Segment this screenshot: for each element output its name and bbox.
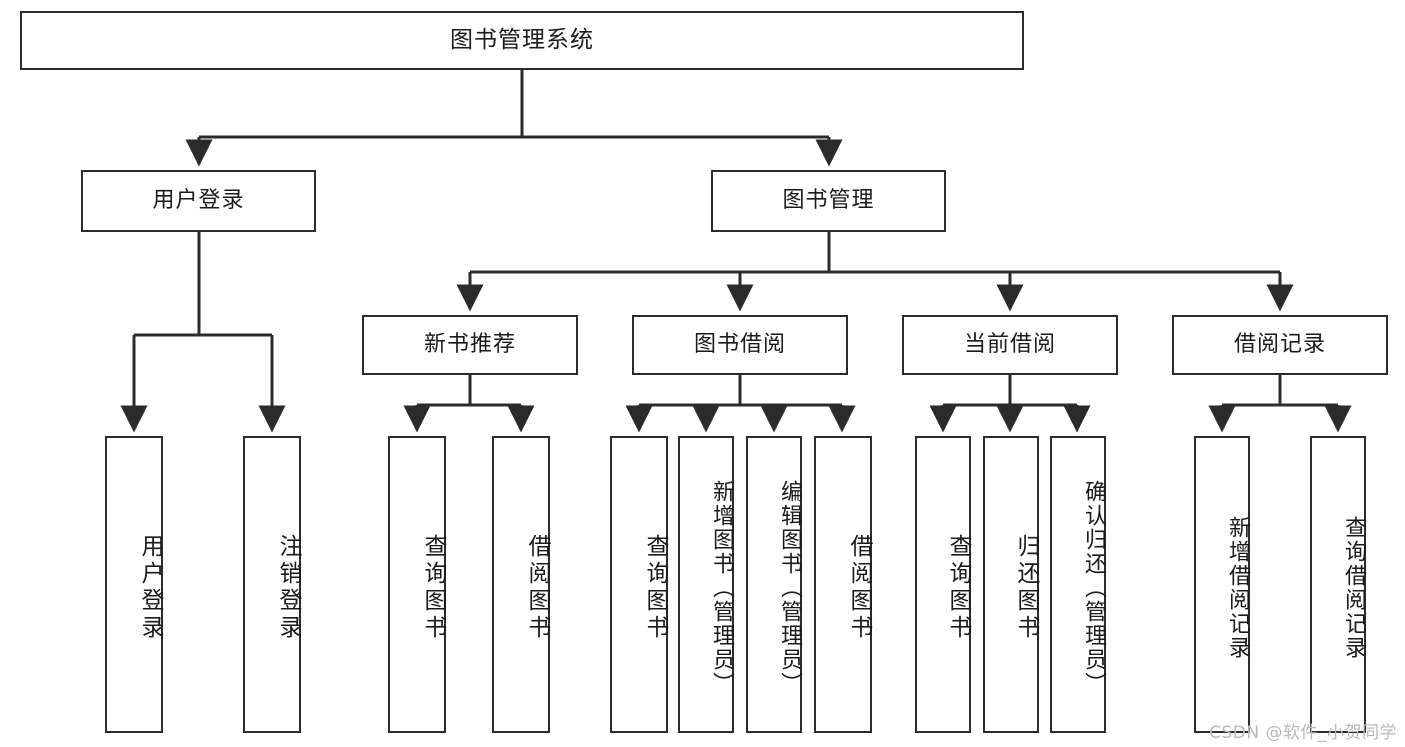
node-label: 注销登录	[275, 533, 301, 642]
node-book-management[interactable]: 图书管理	[711, 170, 946, 232]
leaf-book-borrow-query[interactable]: 查询图书	[610, 436, 668, 733]
leaf-current-borrow-return[interactable]: 归还图书	[983, 436, 1039, 733]
node-label: 查询借阅记录	[1341, 515, 1366, 660]
leaf-book-borrow-borrow[interactable]: 借阅图书	[814, 436, 872, 733]
leaf-current-borrow-query[interactable]: 查询图书	[915, 436, 971, 733]
leaf-new-book-borrow[interactable]: 借阅图书	[492, 436, 550, 733]
node-label: 查询图书	[945, 533, 971, 642]
node-label: 图书管理	[782, 187, 875, 213]
node-label: 借阅图书	[846, 533, 872, 642]
leaf-book-borrow-add[interactable]: 新增图书（管理员）	[678, 436, 734, 733]
node-user-login[interactable]: 用户登录	[81, 170, 316, 232]
node-label: 查询图书	[420, 533, 446, 642]
leaf-new-book-query[interactable]: 查询图书	[388, 436, 446, 733]
node-root-system[interactable]: 图书管理系统	[20, 11, 1024, 70]
node-label: 归还图书	[1013, 533, 1039, 642]
node-new-book-recommend[interactable]: 新书推荐	[362, 315, 578, 375]
leaf-borrow-record-query[interactable]: 查询借阅记录	[1310, 436, 1366, 733]
leaf-user-login-logout[interactable]: 注销登录	[243, 436, 301, 733]
node-label: 编辑图书（管理员）	[777, 479, 802, 696]
node-label: 确认归还（管理员）	[1081, 479, 1106, 696]
node-label: 用户登录	[152, 187, 245, 213]
node-label: 新增图书（管理员）	[709, 479, 734, 696]
node-label: 查询图书	[642, 533, 668, 642]
node-book-borrow[interactable]: 图书借阅	[632, 315, 848, 375]
node-current-borrow[interactable]: 当前借阅	[902, 315, 1118, 375]
node-label: 新书推荐	[423, 331, 516, 357]
node-label: 图书管理系统	[450, 26, 594, 53]
leaf-user-login-login[interactable]: 用户登录	[105, 436, 163, 733]
leaf-book-borrow-edit[interactable]: 编辑图书（管理员）	[746, 436, 802, 733]
node-borrow-record[interactable]: 借阅记录	[1172, 315, 1388, 375]
node-label: 借阅图书	[524, 533, 550, 642]
node-label: 图书借阅	[693, 331, 786, 357]
node-label: 当前借阅	[963, 331, 1056, 357]
node-label: 借阅记录	[1233, 331, 1326, 357]
node-label: 新增借阅记录	[1225, 515, 1250, 660]
leaf-borrow-record-add[interactable]: 新增借阅记录	[1194, 436, 1250, 733]
node-label: 用户登录	[137, 533, 163, 642]
leaf-current-borrow-confirm-return[interactable]: 确认归还（管理员）	[1050, 436, 1106, 733]
